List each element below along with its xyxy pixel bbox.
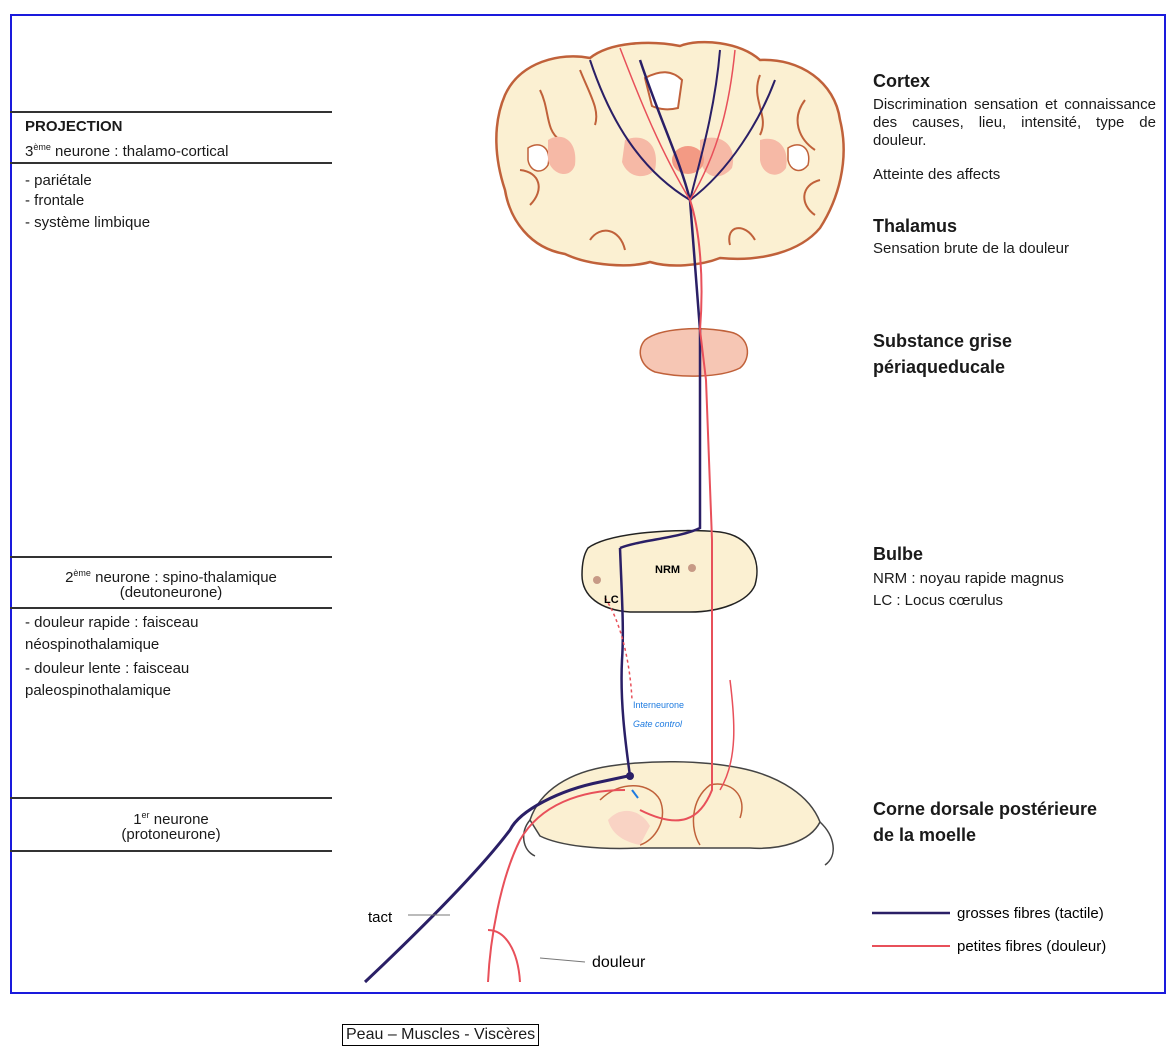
nerve-root bbox=[820, 822, 833, 865]
nrm-nucleus bbox=[688, 564, 696, 572]
ventricle bbox=[528, 145, 549, 171]
tact-label: tact bbox=[368, 909, 393, 926]
lc-nucleus bbox=[593, 576, 601, 584]
legend-small-fibers: petites fibres (douleur) bbox=[957, 938, 1106, 955]
spinal-cord bbox=[530, 762, 820, 849]
interneurone-cell bbox=[626, 772, 634, 780]
gate-control-label: Gate control bbox=[633, 719, 683, 729]
ventricle bbox=[788, 145, 809, 171]
lc-label: LC bbox=[604, 594, 619, 606]
douleur-label: douleur bbox=[592, 954, 646, 971]
nrm-label: NRM bbox=[655, 564, 680, 576]
descending-fiber bbox=[605, 598, 632, 700]
legend-large-fibers: grosses fibres (tactile) bbox=[957, 905, 1104, 922]
periaqueductal-gray bbox=[640, 329, 747, 376]
caption-box: Peau – Muscles - Viscères bbox=[342, 1024, 539, 1046]
douleur-leader bbox=[540, 958, 585, 962]
interneurone-label: Interneurone bbox=[633, 700, 684, 710]
